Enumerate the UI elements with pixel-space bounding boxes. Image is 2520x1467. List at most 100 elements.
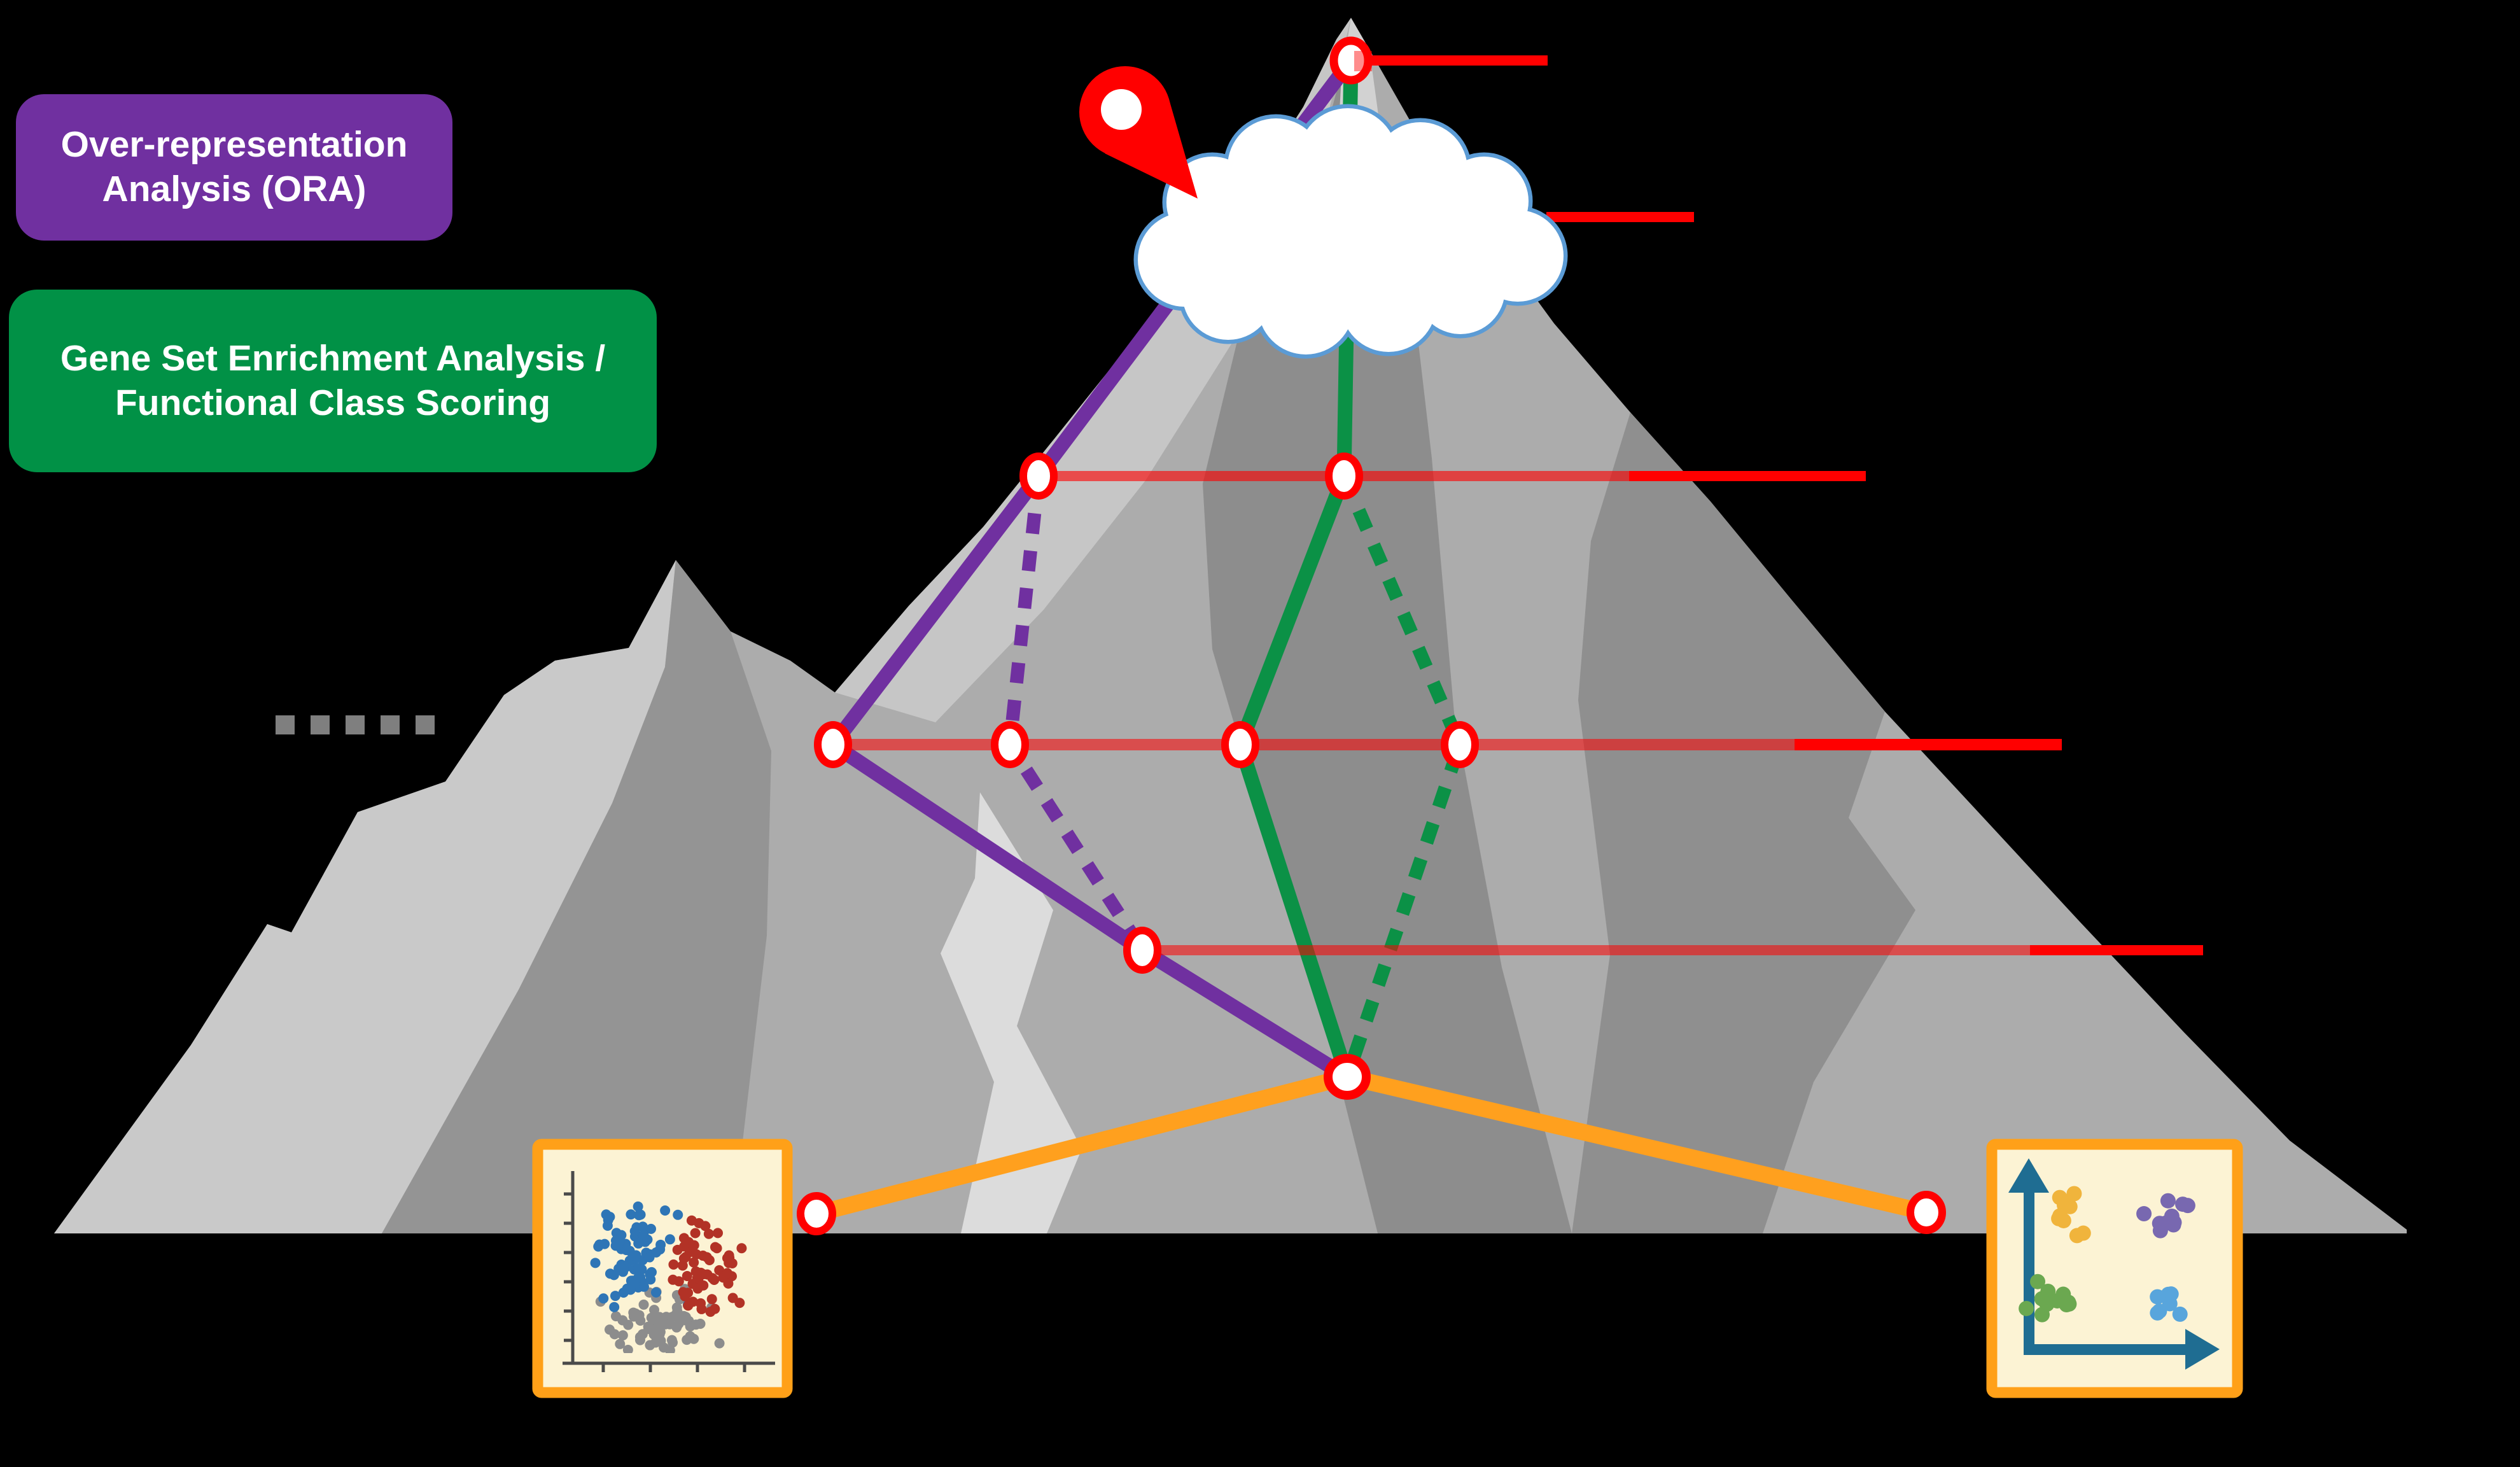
waypoint-marker-icon (814, 721, 852, 768)
ora-label-line2: Analysis (ORA) (102, 169, 367, 209)
data-dot (668, 1337, 678, 1348)
data-dot (681, 1315, 692, 1326)
data-dot (710, 1303, 720, 1314)
data-dot (692, 1273, 703, 1284)
ellipsis-dash (416, 715, 435, 734)
data-dot (644, 1252, 655, 1263)
data-dot (2040, 1283, 2056, 1299)
ellipsis-dashes-icon (276, 715, 435, 734)
data-dot (638, 1221, 648, 1232)
data-dot (633, 1238, 644, 1249)
volcano-plot-thumbnail (532, 1139, 793, 1398)
data-dot (689, 1333, 699, 1344)
data-dot (623, 1319, 634, 1330)
summit-line-stub (1354, 51, 1372, 71)
data-dot (2055, 1286, 2071, 1302)
mountain-secondary-shadow (382, 560, 771, 1233)
data-dot (610, 1291, 620, 1302)
data-dot (2055, 1212, 2071, 1228)
data-dot (635, 1315, 646, 1326)
data-dot (683, 1300, 694, 1311)
data-dot (646, 1312, 657, 1323)
waypoint-markers (797, 36, 1946, 1235)
volcano-axes (563, 1171, 775, 1372)
cloud-icon (1133, 104, 1568, 359)
data-dot (669, 1310, 680, 1321)
data-dot (692, 1283, 703, 1294)
data-dot (627, 1250, 638, 1261)
data-dot (2166, 1217, 2181, 1233)
data-dot (654, 1312, 665, 1323)
data-dot (618, 1287, 629, 1298)
data-dot (645, 1340, 655, 1351)
data-dot (690, 1228, 701, 1239)
data-dot (604, 1324, 615, 1335)
waypoint-marker-icon (1325, 453, 1363, 500)
data-dot (695, 1319, 706, 1330)
data-dot (660, 1205, 671, 1216)
mountain-main-light-band (835, 18, 1351, 722)
data-dot (713, 1228, 724, 1239)
gsea-label-line2: Functional Class Scoring (115, 382, 551, 423)
data-dot (622, 1345, 633, 1353)
data-dot (638, 1229, 649, 1240)
data-dot (672, 1320, 683, 1331)
data-dot (598, 1293, 609, 1304)
data-dot (694, 1218, 704, 1228)
data-dot (722, 1268, 732, 1279)
data-dot (682, 1270, 692, 1281)
data-dot (696, 1298, 706, 1309)
data-dot (2172, 1306, 2188, 1322)
data-dot (2075, 1225, 2091, 1241)
data-dot (2152, 1303, 2167, 1319)
ellipsis-dash (276, 715, 295, 734)
data-dot (629, 1226, 640, 1237)
data-dot (724, 1253, 735, 1263)
data-dot (701, 1252, 712, 1263)
ora-legend-box: Over-representation Analysis (ORA) (16, 94, 452, 241)
waypoint-marker-icon (1329, 36, 1373, 85)
data-dot (645, 1223, 656, 1234)
cloud-puff-fill (1298, 108, 1397, 207)
data-dot (686, 1246, 697, 1257)
waypoint-marker-icon (1907, 1191, 1946, 1234)
gsea-dashed-route (1338, 473, 1467, 1079)
data-dot (714, 1338, 725, 1349)
data-dot (673, 1276, 684, 1287)
waypoint-marker-icon (797, 1192, 836, 1235)
data-dot (638, 1281, 649, 1292)
data-dot (2039, 1296, 2055, 1312)
data-dot (603, 1215, 613, 1226)
data-dot (723, 1278, 734, 1289)
mountain-right-shadow (1572, 412, 1915, 1233)
data-dot (626, 1209, 636, 1220)
data-dot (633, 1272, 644, 1283)
ellipsis-dash (346, 715, 365, 734)
data-dot (689, 1257, 699, 1268)
scatter-dots (2019, 1186, 2195, 1323)
data-dot (634, 1210, 645, 1221)
data-dot (612, 1239, 623, 1249)
data-dot (2175, 1197, 2191, 1212)
data-dot (679, 1241, 690, 1252)
data-dot (649, 1305, 660, 1316)
data-dot (638, 1299, 649, 1310)
ellipsis-dash (381, 715, 400, 734)
data-dot (727, 1293, 738, 1303)
waypoint-marker-icon (1019, 453, 1058, 500)
data-dot (2019, 1300, 2034, 1316)
data-dot (668, 1259, 679, 1270)
gsea-label-line1: Gene Set Enrichment Analysis / (60, 337, 606, 379)
data-dot (703, 1228, 714, 1239)
waypoint-marker-icon (1324, 1054, 1371, 1100)
location-pin-icon (1079, 66, 1198, 199)
data-dot (655, 1326, 666, 1337)
data-dot (2160, 1193, 2176, 1209)
data-dot (2030, 1274, 2046, 1289)
data-dot (2060, 1194, 2076, 1210)
ellipsis-dash (311, 715, 330, 734)
data-dot (736, 1243, 747, 1254)
data-dot (609, 1302, 620, 1312)
data-dot (646, 1267, 657, 1277)
data-dot (590, 1258, 601, 1268)
